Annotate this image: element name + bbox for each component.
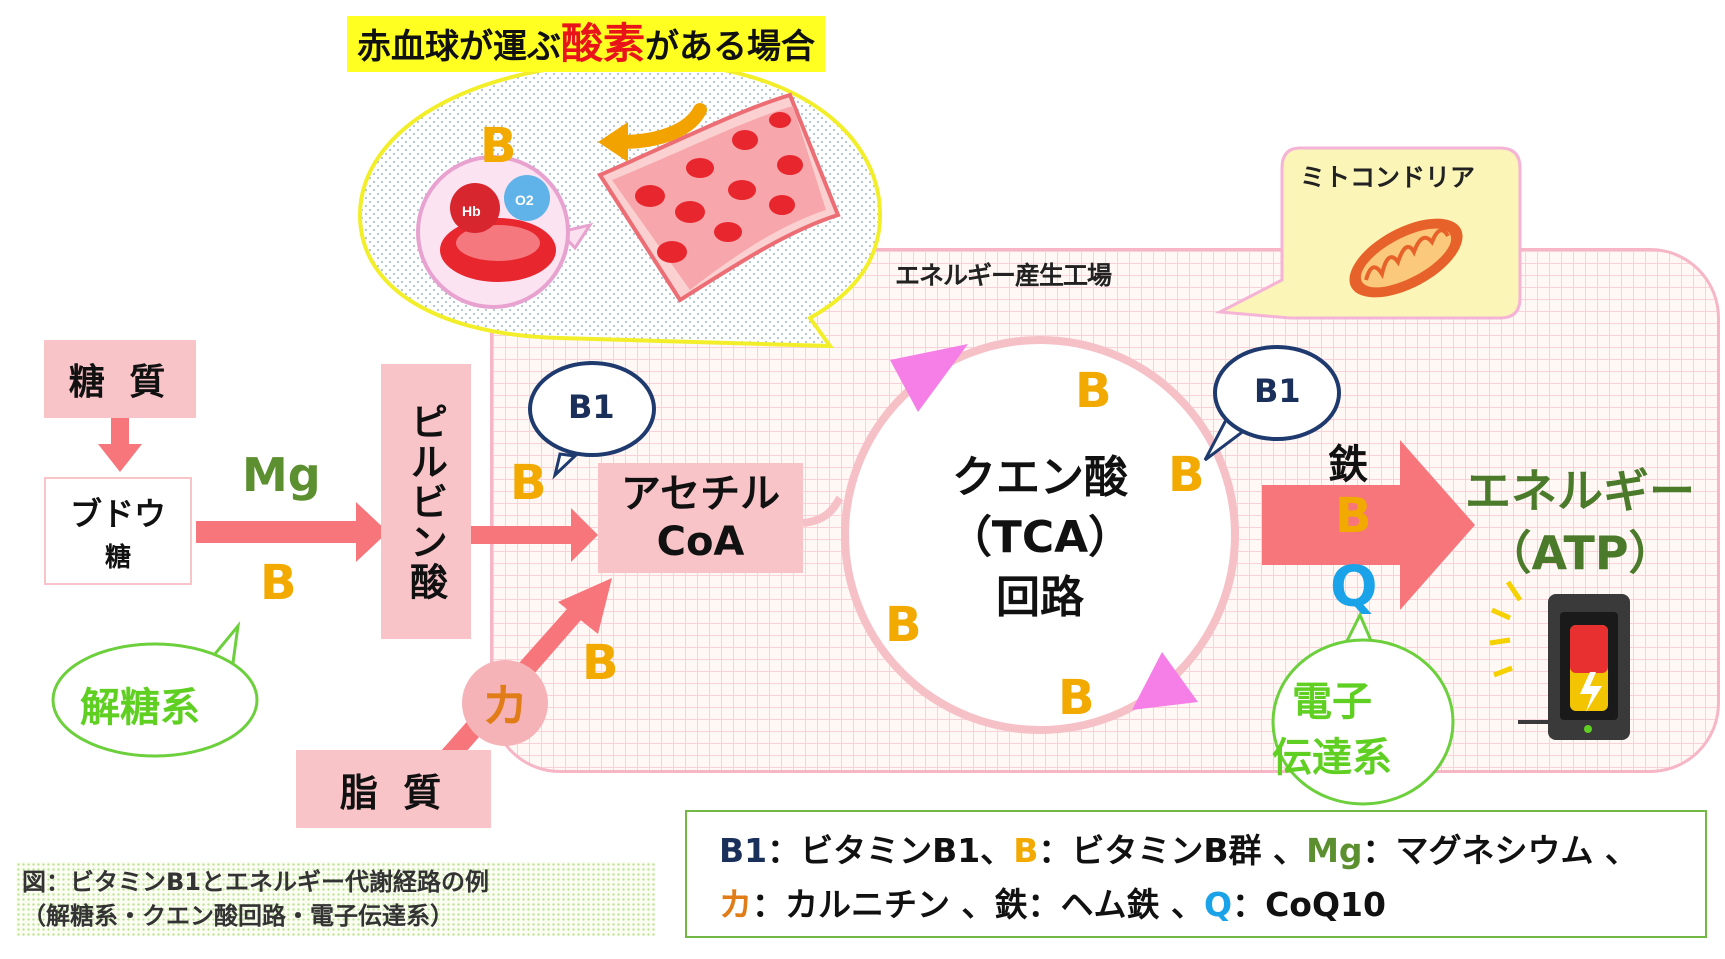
arrow-sugar-to-glucose [98,418,142,472]
b1-bubble-1 [528,361,656,480]
glycolysis-label: 解糖系 [80,685,200,731]
arrow-pyruvate-to-acetyl [471,508,598,562]
q-label: Q [1330,555,1378,620]
energy-line1: エネルギー [1465,464,1695,518]
glucose-label-sub: 糖 [104,542,131,573]
acetyl-line2: CoA [656,519,745,565]
o2-label: O2 [515,192,534,208]
b-label-tca-right: B [1168,447,1205,503]
arrow-glucose-to-pyruvate [196,502,388,562]
glucose-box: ブドウ 糖 [44,477,192,585]
oxygen-title-emphasis: 酸素 [561,19,646,68]
red-blood-cell-illustration: Hb O2 [416,155,594,309]
b1-bubble-label-1: B1 [568,388,615,426]
tca-line2: （TCA） [947,512,1133,563]
glucose-label-main: ブドウ [69,494,166,533]
b1-bubble-2 [1203,345,1341,462]
legend-b1-key: B1 [719,831,768,870]
legend-ka-key: カ [719,885,752,924]
factory-label: エネルギー産生工場 [895,261,1112,290]
oxygen-title-prefix: 赤血球が運ぶ [357,27,561,67]
tca-cycle-label: クエン酸 （TCA） 回路 [920,448,1160,628]
tca-line1: クエン酸 [952,452,1128,503]
legend-b-desc: ：ビタミンB群 、 [1038,831,1307,870]
b1-bubble-label-2: B1 [1254,372,1301,410]
electron-transport-bubble [1271,611,1455,806]
b-label-oxygen: B [480,118,517,174]
tca-cycle-ring [841,336,1239,734]
b-label-etc: B [1335,488,1372,544]
mitochondria-label: ミトコンドリア [1300,163,1476,192]
sugar-box: 糖 質 [44,340,196,418]
electron-transport-label: 電子 伝達系 [1262,674,1402,786]
legend-iron-key: 鉄 [994,885,1028,924]
b-label-tca-bottom: B [1058,670,1095,726]
carnitine-badge: カ [462,660,548,746]
etc-line2: 伝達系 [1272,735,1392,781]
energy-line2: （ATP） [1485,526,1675,580]
b-label-tca-top: B [1075,363,1112,419]
figure-caption: 図：ビタミンB1とエネルギー代謝経路の例 （解糖系・クエン酸回路・電子伝達系） [16,862,656,936]
legend-mg-desc: ：マグネシウム 、 [1362,831,1639,870]
acetyl-coa-box: アセチル CoA [598,463,803,573]
caption-line1: 図：ビタミンB1とエネルギー代謝経路の例 [22,868,489,896]
energy-label: エネルギー （ATP） [1460,460,1700,584]
iron-label: 鉄 [1328,442,1368,488]
mg-label: Mg [242,448,321,502]
mitochondria-bubble [1214,146,1522,320]
cycle-arrowhead-top [890,344,968,412]
mitochondria-icon [1349,218,1463,298]
legend-q-desc: ：CoQ10 [1232,885,1386,924]
legend-ka-desc: ：カルニチン 、 [752,885,995,924]
b-label-pyruvate: B [510,455,547,511]
oxygen-bubble-title: 赤血球が運ぶ酸素がある場合 [347,16,826,72]
acetyl-line1: アセチル [620,471,781,517]
b-label-lipid: B [582,635,619,691]
b-label-glycolysis: B [260,555,297,611]
legend-line-1: B1：ビタミンB1、B：ビタミンB群 、Mg：マグネシウム 、 [719,824,1705,878]
tca-line3: 回路 [996,572,1084,623]
glycolysis-bubble [51,620,259,758]
legend-line-2: カ：カルニチン 、鉄：ヘム鉄 、Q：CoQ10 [719,878,1705,932]
etc-line1: 電子 [1292,679,1372,725]
caption-line2: （解糖系・クエン酸回路・電子伝達系） [22,902,454,930]
legend-iron-desc: ：ヘム鉄 、 [1027,885,1205,924]
lipid-box: 脂 質 [296,750,491,828]
pyruvate-box: ピルビン酸 [381,364,471,639]
battery-icon [1489,580,1630,740]
acetyl-to-tca-connector [802,495,844,527]
cycle-arrowhead-bottom [1132,652,1198,710]
blood-vessel-illustration [597,92,841,303]
legend-b1-desc: ：ビタミンB1、 [767,831,1014,870]
legend-box: B1：ビタミンB1、B：ビタミンB群 、Mg：マグネシウム 、 カ：カルニチン … [685,810,1707,938]
oxygen-title-suffix: がある場合 [645,27,816,67]
b-label-tca-left: B [885,597,922,653]
legend-mg-key: Mg [1306,831,1363,870]
legend-q-key: Q [1204,885,1233,924]
hb-label: Hb [462,203,481,219]
arrow-tca-to-energy [1262,440,1475,610]
legend-b-key: B [1013,831,1039,870]
